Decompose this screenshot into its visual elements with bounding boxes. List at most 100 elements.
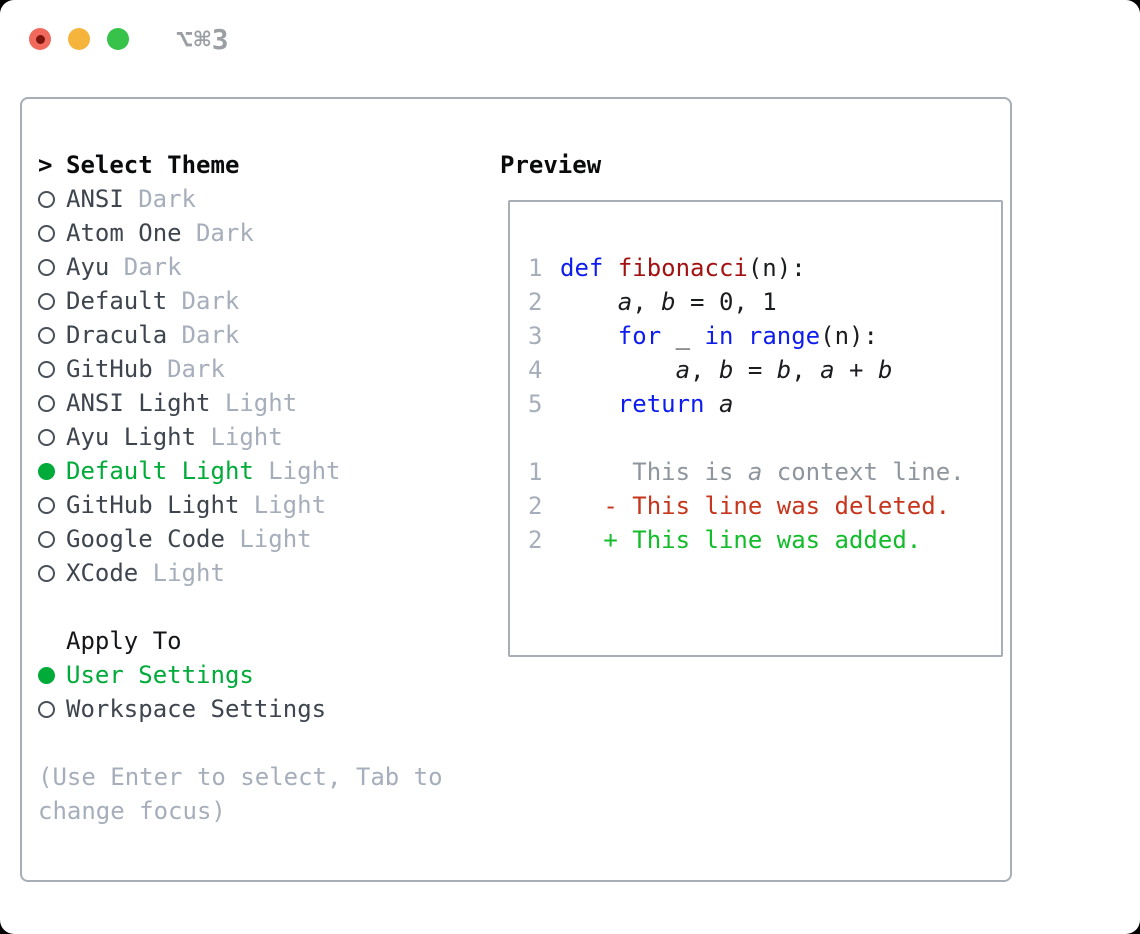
theme-list: ANSI Dark Atom One Dark Ayu Dark Default… <box>38 182 478 590</box>
item-label: Atom One <box>66 219 182 247</box>
theme-item[interactable]: Google Code Light <box>38 522 478 556</box>
item-variant: Dark <box>138 185 196 213</box>
apply-to-list: User Settings Workspace Settings <box>38 658 478 726</box>
item-label: ANSI Light <box>66 389 211 417</box>
theme-panel: > Select Theme ANSI Dark Atom One Dark A… <box>38 148 478 828</box>
line-number: 5 <box>528 390 543 418</box>
line-number: 4 <box>528 356 543 384</box>
item-label: Google Code <box>66 525 225 553</box>
code-content: This is a context line. <box>560 458 965 486</box>
theme-item[interactable]: Atom One Dark <box>38 216 478 250</box>
radio-icon <box>38 530 55 548</box>
item-label: XCode <box>66 559 139 587</box>
prompt-marker: > <box>38 151 53 179</box>
spacer <box>38 590 478 624</box>
main-panel: > Select Theme ANSI Dark Atom One Dark A… <box>20 97 1012 882</box>
preview-title: Preview <box>500 151 602 179</box>
item-variant: Dark <box>195 219 254 247</box>
radio-icon <box>38 190 55 208</box>
item-variant: Dark <box>167 355 225 383</box>
item-label: Ayu Light <box>66 423 197 451</box>
code-line: 2 - This line was deleted. <box>528 489 1001 523</box>
window-title: ⌥⌘3 <box>176 22 230 56</box>
code-content: - This line was deleted. <box>560 492 951 520</box>
maximize-button[interactable] <box>107 28 129 50</box>
code-line: 4 a, b = b, a + b <box>528 353 1001 387</box>
line-number: 2 <box>528 288 543 316</box>
radio-icon <box>38 394 55 412</box>
line-number: 1 <box>528 254 543 282</box>
close-dot-icon <box>35 34 45 44</box>
item-label: Ayu <box>66 253 110 281</box>
code-content: def fibonacci(n): <box>560 254 806 282</box>
radio-icon <box>38 666 55 684</box>
theme-item[interactable]: XCode Light <box>38 556 478 590</box>
code-lines: 1 def fibonacci(n): 2 a, b = 0, 1 3 for … <box>528 251 1001 557</box>
apply-to-title: Apply To <box>66 627 182 655</box>
radio-icon <box>38 428 55 446</box>
select-theme-title: Select Theme <box>66 151 240 179</box>
theme-item[interactable]: ANSI Light Light <box>38 386 478 420</box>
item-variant: Light <box>224 389 298 417</box>
code-line: 1 def fibonacci(n): <box>528 251 1001 285</box>
theme-item[interactable]: Ayu Dark <box>38 250 478 284</box>
code-line: 1 This is a context line. <box>528 455 1001 489</box>
radio-icon <box>38 700 55 718</box>
line-number: 2 <box>528 492 543 520</box>
item-label: Workspace Settings <box>66 695 327 723</box>
code-line: 3 for _ in range(n): <box>528 319 1001 353</box>
item-label: ANSI <box>66 185 124 213</box>
theme-item[interactable]: Ayu Light Light <box>38 420 478 454</box>
preview-pane: 1 def fibonacci(n): 2 a, b = 0, 1 3 for … <box>508 200 1003 657</box>
code-content: a, b = b, a + b <box>675 356 893 384</box>
radio-icon <box>38 564 55 582</box>
item-label: Dracula <box>66 321 168 349</box>
code-line: 2 a, b = 0, 1 <box>528 285 1001 319</box>
line-number: 1 <box>528 458 543 486</box>
code-line: 2 + This line was added. <box>528 523 1001 557</box>
item-variant: Light <box>239 525 312 553</box>
item-label: Default Light <box>66 457 254 485</box>
line-number: 2 <box>528 526 543 554</box>
item-label: GitHub Light <box>66 491 240 519</box>
item-variant: Light <box>253 491 327 519</box>
item-variant: Dark <box>181 287 240 315</box>
code-content: for _ in range(n): <box>617 322 878 350</box>
apply-to-header: Apply To <box>38 624 478 658</box>
code-content: + This line was added. <box>560 526 922 554</box>
code-content: a, b = 0, 1 <box>617 288 777 316</box>
radio-icon <box>38 258 55 276</box>
item-variant: Light <box>268 457 341 485</box>
theme-item[interactable]: Default Light Light <box>38 454 478 488</box>
item-label: GitHub <box>66 355 153 383</box>
apply-to-option[interactable]: Workspace Settings <box>38 692 478 726</box>
hint-text: (Use Enter to select, Tab to change focu… <box>38 763 443 825</box>
item-variant: Dark <box>123 253 182 281</box>
close-button[interactable] <box>29 28 51 50</box>
radio-icon <box>38 496 55 514</box>
select-theme-header: > Select Theme <box>38 148 478 182</box>
item-label: Default <box>66 287 168 315</box>
theme-item[interactable]: GitHub Dark <box>38 352 478 386</box>
radio-icon <box>38 292 55 310</box>
theme-item[interactable]: Default Dark <box>38 284 478 318</box>
apply-to-option[interactable]: User Settings <box>38 658 478 692</box>
radio-icon <box>38 360 55 378</box>
item-label: User Settings <box>66 661 254 689</box>
code-line: 5 return a <box>528 387 1001 421</box>
radio-icon <box>38 462 55 480</box>
code-line <box>528 421 1001 455</box>
line-number: 3 <box>528 322 543 350</box>
theme-item[interactable]: ANSI Dark <box>38 182 478 216</box>
radio-icon <box>38 224 55 242</box>
theme-item[interactable]: GitHub Light Light <box>38 488 478 522</box>
titlebar: ⌥⌘3 <box>29 23 230 56</box>
radio-icon <box>38 326 55 344</box>
item-variant: Light <box>210 423 283 451</box>
spacer <box>38 726 478 760</box>
minimize-button[interactable] <box>68 28 90 50</box>
item-variant: Light <box>152 559 225 587</box>
code-content: return a <box>617 390 734 418</box>
theme-item[interactable]: Dracula Dark <box>38 318 478 352</box>
